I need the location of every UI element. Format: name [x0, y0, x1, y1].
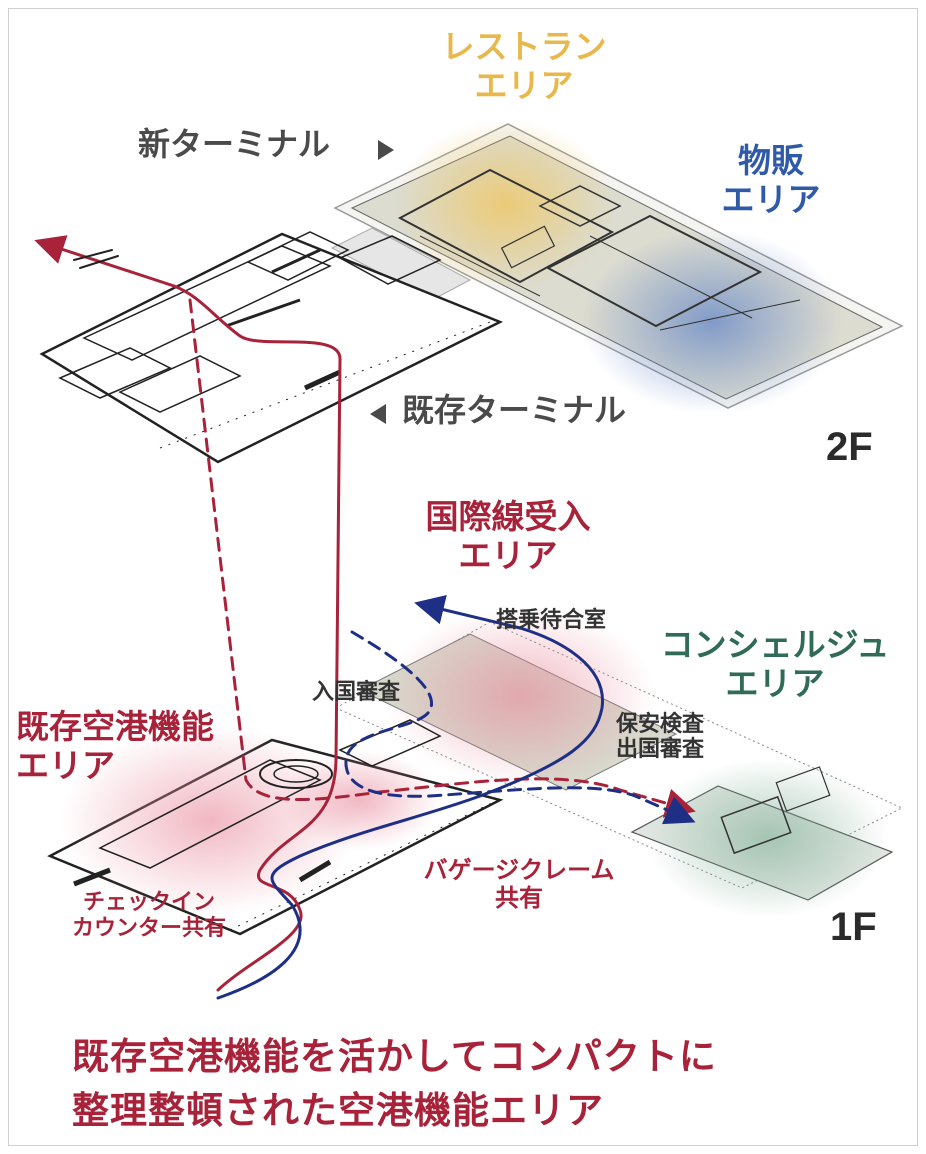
existing-terminal-2f-plan	[39, 231, 504, 464]
immigration-label: 入国審査	[312, 680, 401, 705]
existing-terminal-pointer-icon	[370, 404, 386, 424]
checkin-counter-label: チェックイン カウンター共有	[71, 890, 226, 941]
baggage-claim-label: バゲージクレーム 共有	[423, 856, 615, 913]
passenger-flow-lines	[34, 235, 696, 1000]
headline-line-2: 整理整頓された空港機能エリア	[72, 1088, 604, 1132]
existing-terminal-label: 既存ターミナル	[402, 391, 627, 429]
new-terminal-2f-plan	[333, 120, 904, 414]
boarding-lounge-label: 搭乗待合室	[496, 608, 607, 633]
retail-area-label: 物販 エリア	[721, 141, 821, 219]
floor-2f-label: 2F	[826, 425, 873, 469]
floor-1f-plan	[47, 606, 904, 936]
security-emigration-label: 保安検査 出国審査	[616, 712, 705, 763]
headline: 既存空港機能を活かしてコンパクトに 整理整頓された空港機能エリア	[72, 1030, 892, 1137]
floor-1f-label: 1F	[830, 905, 877, 949]
new-terminal-pointer-icon	[378, 140, 394, 160]
existing-airport-area-label: 既存空港機能 エリア	[16, 707, 214, 785]
new-terminal-label: 新ターミナル	[138, 125, 331, 163]
intl-arrivals-area-label: 国際線受入 エリア	[425, 497, 591, 575]
headline-line-1: 既存空港機能を活かしてコンパクトに	[72, 1035, 717, 1078]
concierge-area-label: コンシェルジュ エリア	[660, 625, 890, 703]
restaurant-area-label: レストラン エリア	[441, 27, 607, 105]
